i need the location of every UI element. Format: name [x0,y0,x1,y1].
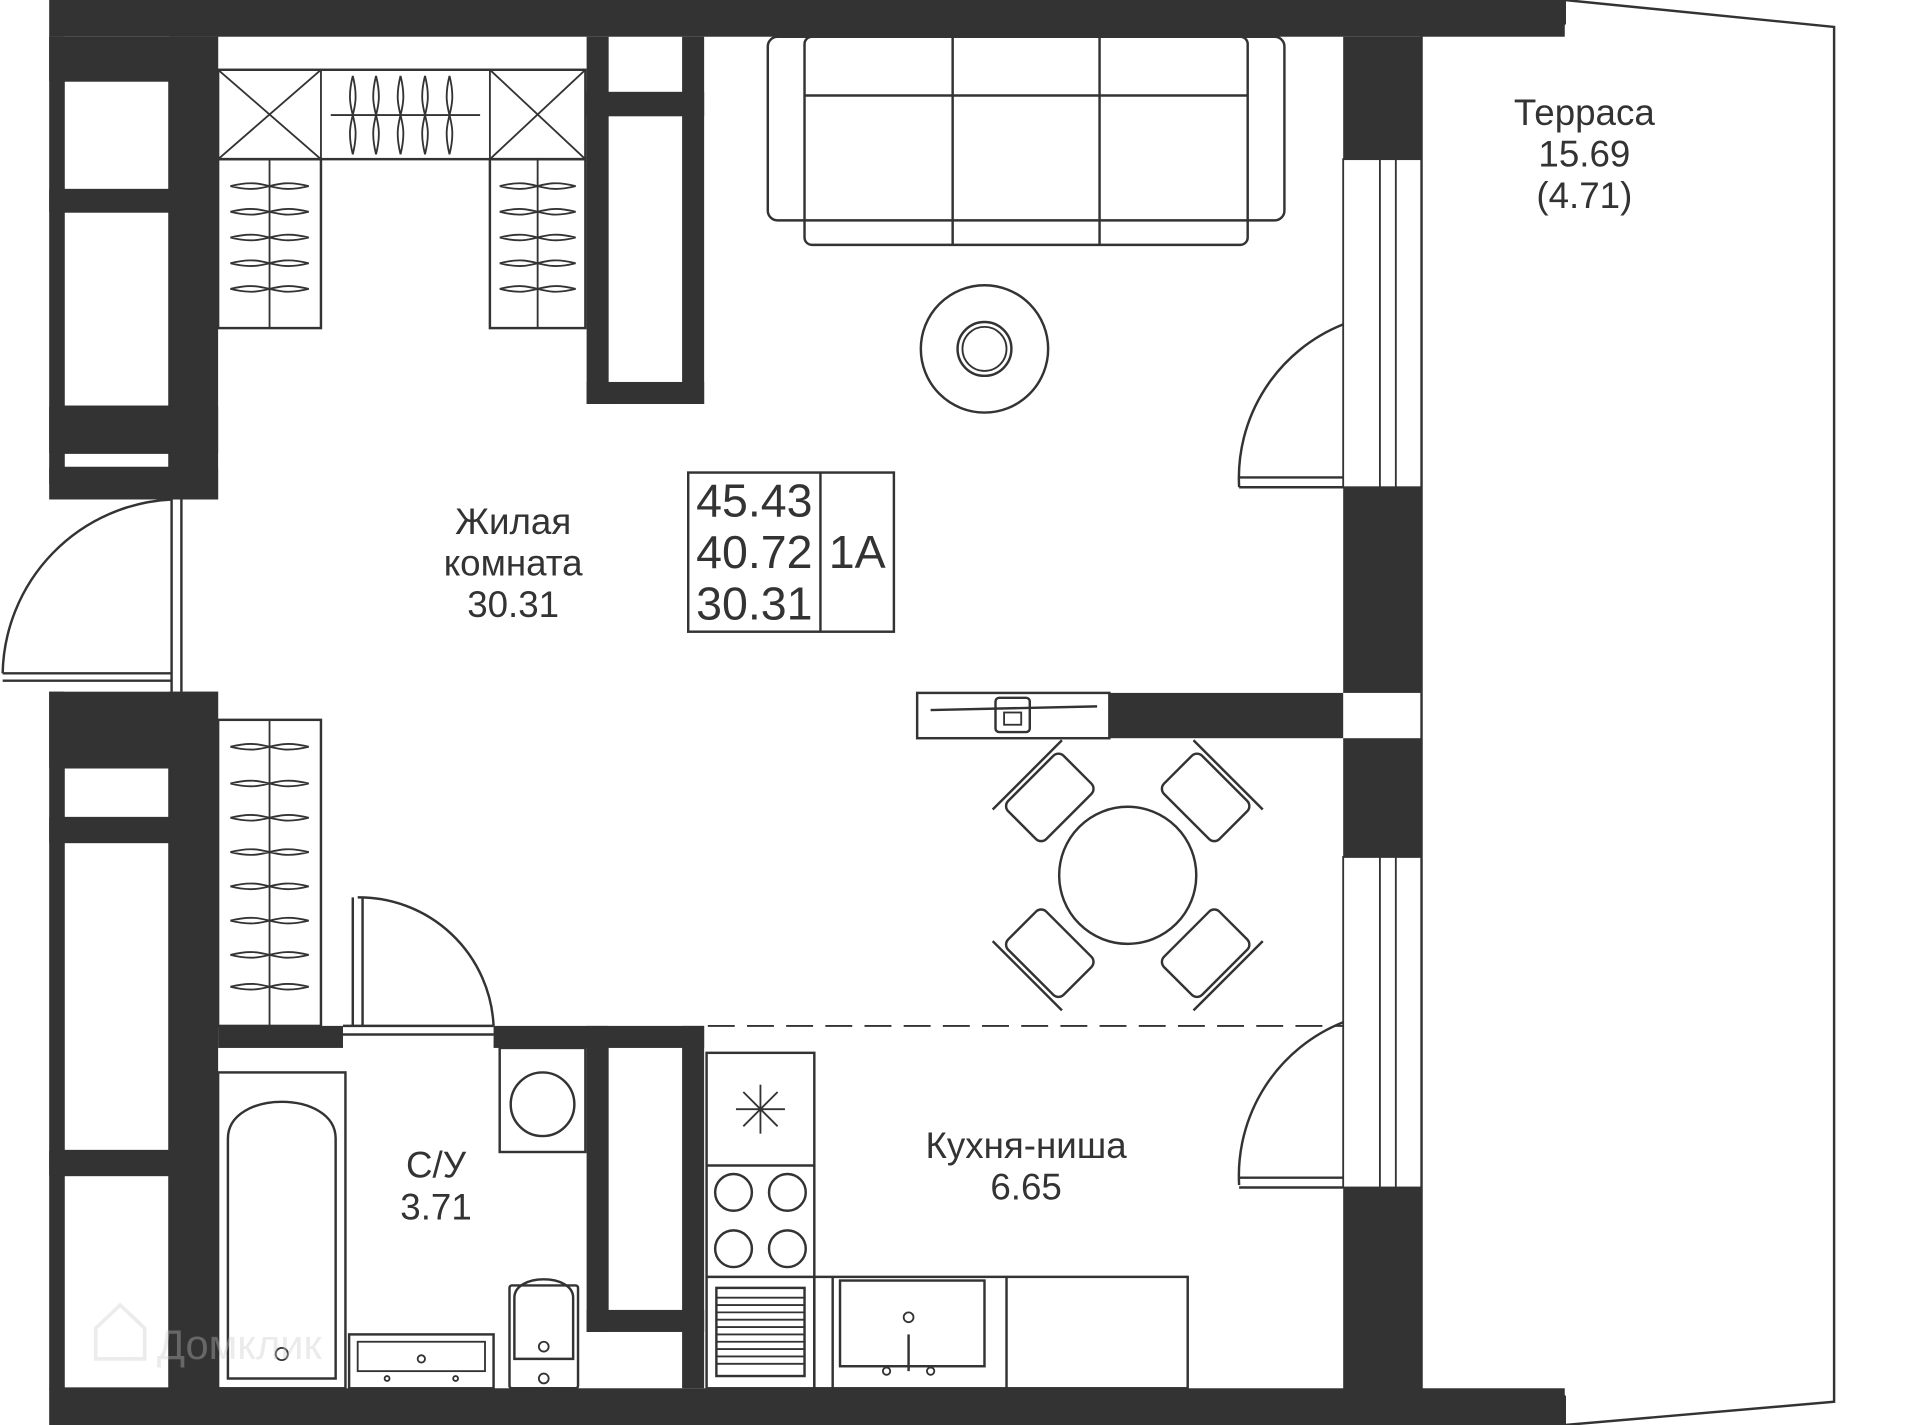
kitchen-name: Кухня-ниша [926,1125,1128,1166]
tv-stand [915,691,1111,740]
living-area-total: 30.31 [696,577,812,629]
left-windows [62,79,171,1390]
terrace-reduced-area: (4.71) [1536,175,1632,216]
wall-top [49,0,1565,37]
watermark-text: Домклик [157,1321,323,1368]
wall-bath-right-b [682,1025,705,1389]
bathroom-area: 3.71 [400,1186,471,1227]
wall-left-upper-outer [49,36,64,484]
cooktop [713,1172,807,1269]
dining-set [991,739,1264,1012]
wall-bath-right-bottom [586,1309,705,1332]
area-summary-box: 45.43 40.72 30.31 1А [686,471,896,633]
walls [49,0,1565,1425]
window-left-6 [62,1174,171,1390]
kitchen-area: 6.65 [990,1167,1061,1208]
wardrobe-upper [216,68,587,330]
wall-left-lower-mullion-2 [49,1150,172,1176]
wall-niche-left [586,36,609,404]
coffee-table [919,284,1050,414]
wall-bath-top-left [218,1025,343,1048]
wall-right-1 [1343,36,1422,160]
wall-right-2 [1343,487,1422,693]
window-left-2 [62,210,171,408]
wall-left-upper-bottom [49,406,219,453]
kitchen-sink [838,1279,986,1376]
wall-niche-bottom [586,381,705,404]
wall-niche-right [682,36,705,404]
fridge-snowflake-icon [735,1084,785,1134]
terrace-doors [1237,158,1423,1189]
bathtub [216,1071,347,1390]
wall-niche-mid [586,91,705,117]
wall-right-3 [1343,738,1422,857]
dishwasher [715,1286,806,1378]
living-room-area: 30.31 [467,584,559,625]
wall-bottom [49,1388,1565,1425]
terrace-area: 15.69 [1538,133,1630,174]
terrace-name: Терраса [1514,92,1655,133]
sofa [766,35,1286,247]
wall-left-lower-outer [49,691,64,1390]
apartment-type: 1А [829,526,886,578]
wall-right-4 [1343,1187,1422,1390]
terrace-window-lower [1342,856,1423,1189]
terrace-door-lower-swing [1237,1021,1344,1186]
wall-left-lower-inner [169,691,219,1390]
wardrobe-lower [216,718,323,1028]
living-room-name-1: Жилая [455,501,571,542]
wall-left-upper-sill [49,467,219,500]
watermark: Домклик [93,1302,323,1368]
kitchen-counter [705,1051,1189,1390]
wall-bath-right-a [586,1025,609,1332]
living-room-name-2: комната [444,542,583,583]
window-left-3 [62,452,171,469]
total-area: 45.43 [696,475,812,527]
room-labels: Жилая комната 30.31 Терраса 15.69 (4.71)… [400,92,1655,1227]
entrance-door-swing [1,498,172,674]
wall-left-lower-mullion-1 [49,817,172,843]
window-left-4 [62,766,171,819]
toilet [508,1278,580,1390]
bathroom-sink [347,1333,495,1390]
bathroom-name: С/У [406,1145,467,1186]
wall-partition-kitchen [1109,692,1344,739]
window-left-1 [62,79,171,191]
terrace-door-upper-swing [1237,323,1344,488]
entrance-door [1,498,183,692]
washing-machine [498,1046,587,1154]
house-icon [93,1302,147,1361]
window-left-5 [62,841,171,1152]
terrace [1420,0,1836,1425]
bathroom-door [342,896,495,1036]
terrace-window-upper [1342,158,1423,489]
area-without-terrace: 40.72 [696,526,812,578]
wall-left-upper-mullion [49,189,172,212]
